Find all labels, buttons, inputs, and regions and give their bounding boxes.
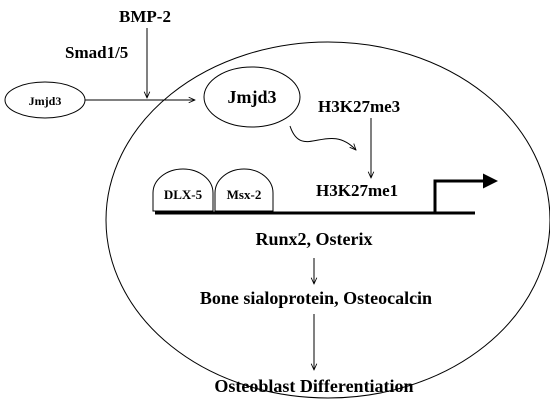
h3k27me3-label: H3K27me3	[318, 97, 400, 116]
cell-membrane	[105, 41, 550, 399]
jmjd3-external-label: Jmjd3	[29, 94, 62, 108]
dlx5-label: DLX-5	[164, 187, 203, 202]
h3k27me1-label: H3K27me1	[316, 181, 398, 200]
osteoblast-differentiation-label: Osteoblast Differentiation	[214, 376, 413, 396]
bone-markers-label: Bone sialoprotein, Osteocalcin	[200, 288, 432, 308]
msx2-label: Msx-2	[227, 187, 262, 202]
bmp2-label: BMP-2	[119, 7, 171, 26]
dlx5-node	[152, 168, 214, 212]
demethylation-curve-arrow	[289, 125, 356, 150]
smad-label: Smad1/5	[65, 43, 128, 62]
msx2-node	[214, 168, 274, 212]
jmjd3-internal-node	[203, 66, 301, 128]
jmjd3-internal-label: Jmjd3	[228, 87, 277, 107]
transcription-start-arrow	[433, 173, 498, 213]
runx2-osterix-label: Runx2, Osterix	[256, 229, 373, 249]
